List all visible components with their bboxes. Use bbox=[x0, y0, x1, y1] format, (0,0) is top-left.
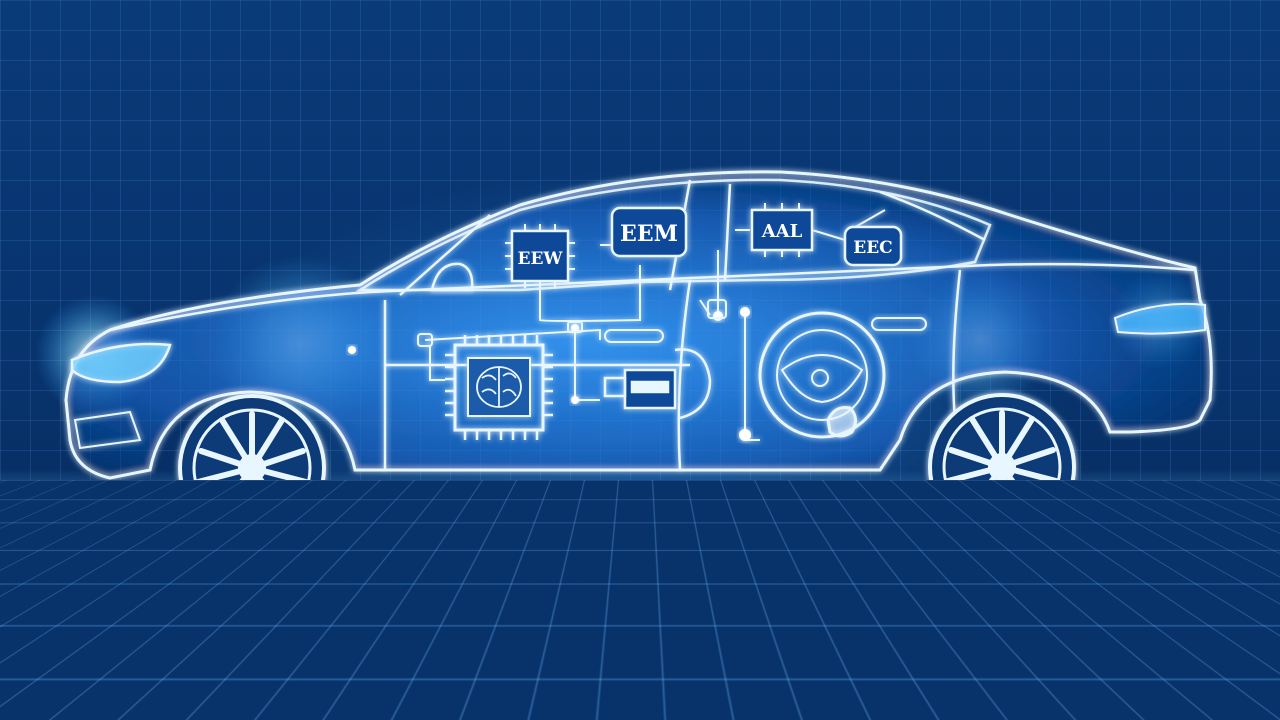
ecu-badge-2-label: EEM bbox=[620, 221, 678, 247]
window-lines bbox=[109, 178, 1196, 332]
ecu-badge-1-label: EEW bbox=[517, 249, 563, 269]
ecu-badge-1: EEW bbox=[505, 224, 575, 288]
headlight bbox=[70, 342, 172, 384]
rear-wheel bbox=[928, 393, 1076, 541]
steering-wheel-icon bbox=[758, 311, 886, 439]
processor-chip-icon bbox=[445, 335, 553, 440]
ecu-badge-4-label: EEC bbox=[853, 238, 892, 258]
relay-module-icon bbox=[603, 348, 712, 420]
side-mirror bbox=[430, 262, 474, 292]
ecu-badge-4: EEC bbox=[843, 225, 903, 267]
ecu-badge-3-label: AAL bbox=[761, 221, 803, 242]
car-body bbox=[64, 170, 1213, 480]
door-handles bbox=[604, 317, 927, 343]
ecu-badge-3: AAL bbox=[750, 203, 814, 257]
front-grille bbox=[73, 410, 142, 450]
door-lines bbox=[383, 269, 962, 471]
connectors bbox=[417, 299, 727, 347]
ecu-badge-2: EEM bbox=[610, 206, 688, 258]
brain-icon bbox=[476, 366, 522, 408]
taillight bbox=[1113, 302, 1206, 335]
front-wheel bbox=[178, 394, 326, 542]
